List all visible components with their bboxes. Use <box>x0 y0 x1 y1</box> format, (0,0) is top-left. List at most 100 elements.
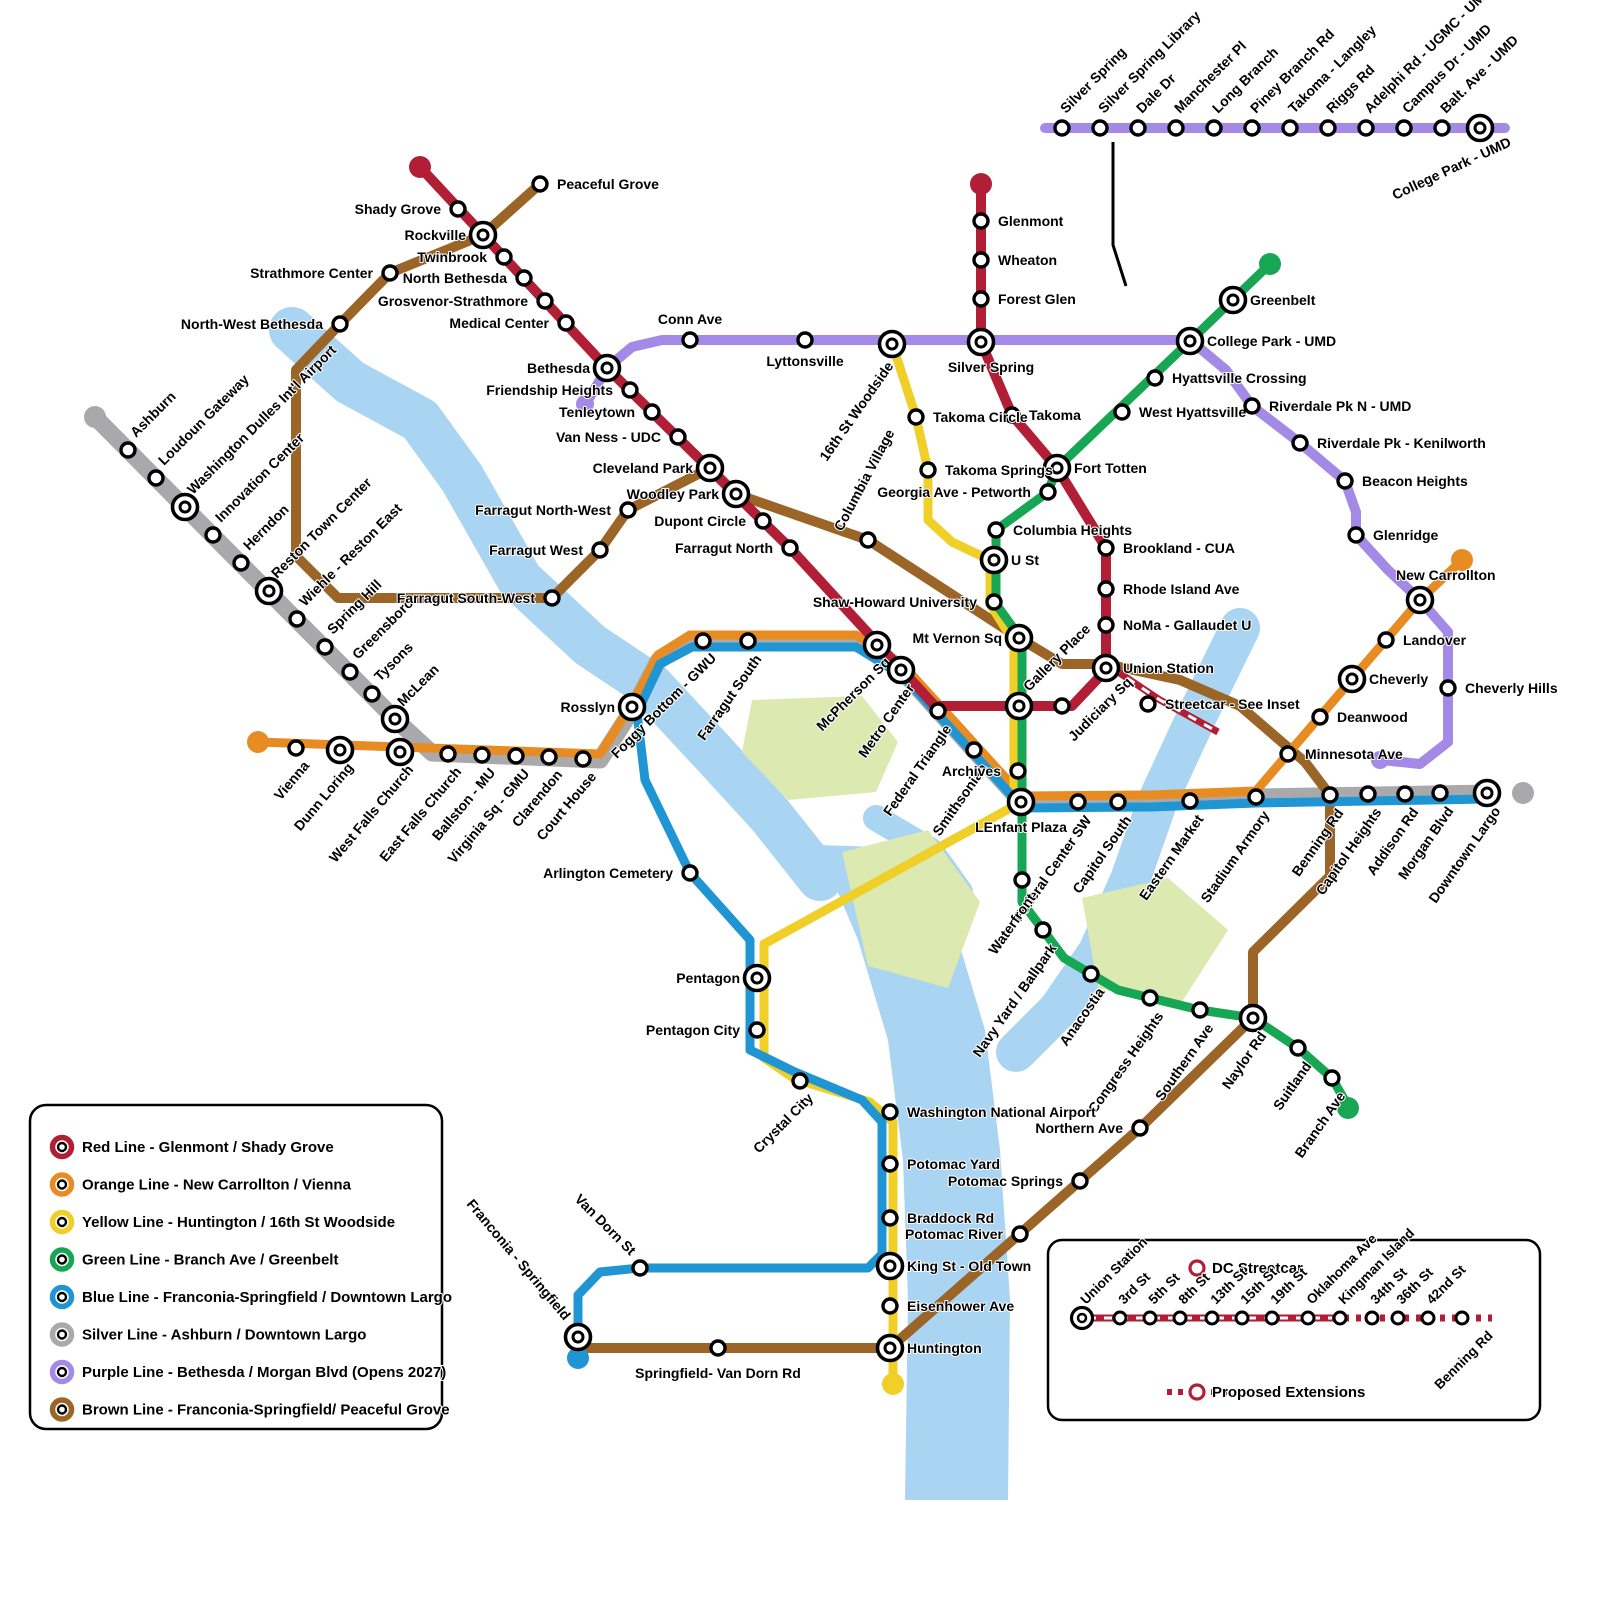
station-marker[interactable] <box>288 610 306 628</box>
streetcar-station-marker[interactable] <box>1454 1310 1470 1326</box>
station-marker[interactable] <box>574 750 592 768</box>
station-marker[interactable] <box>1395 119 1413 137</box>
station-marker[interactable] <box>619 501 637 519</box>
station-marker[interactable] <box>1097 539 1115 557</box>
station-marker[interactable] <box>1181 792 1199 810</box>
station-marker[interactable] <box>507 747 525 765</box>
station-marker[interactable] <box>791 1072 809 1090</box>
station-marker[interactable] <box>1082 965 1100 983</box>
station-marker[interactable] <box>987 521 1005 539</box>
interchange-station-marker[interactable] <box>979 545 1009 575</box>
station-marker[interactable] <box>972 290 990 308</box>
station-marker[interactable] <box>739 632 757 650</box>
streetcar-station-marker[interactable] <box>1142 1310 1158 1326</box>
station-marker[interactable] <box>536 292 554 310</box>
interchange-station-marker[interactable] <box>1465 113 1495 143</box>
station-marker[interactable] <box>1131 1119 1149 1137</box>
interchange-station-marker[interactable] <box>695 453 725 483</box>
station-marker[interactable] <box>557 314 575 332</box>
station-marker[interactable] <box>1071 1172 1089 1190</box>
station-marker[interactable] <box>1347 526 1365 544</box>
station-marker[interactable] <box>316 638 334 656</box>
interchange-station-marker[interactable] <box>1006 787 1036 817</box>
interchange-station-marker[interactable] <box>385 737 415 767</box>
streetcar-station-marker[interactable] <box>1234 1310 1250 1326</box>
station-marker[interactable] <box>1205 119 1223 137</box>
station-marker[interactable] <box>119 441 137 459</box>
station-marker[interactable] <box>781 539 799 557</box>
station-marker[interactable] <box>748 1021 766 1039</box>
station-marker[interactable] <box>1053 119 1071 137</box>
station-marker[interactable] <box>1011 1225 1029 1243</box>
interchange-station-marker[interactable] <box>875 1333 905 1363</box>
station-marker[interactable] <box>681 331 699 349</box>
station-marker[interactable] <box>1247 788 1265 806</box>
station-marker[interactable] <box>449 200 467 218</box>
station-marker[interactable] <box>495 248 513 266</box>
station-marker[interactable] <box>1243 397 1261 415</box>
interchange-station-marker[interactable] <box>1405 585 1435 615</box>
station-marker[interactable] <box>881 1103 899 1121</box>
interchange-station-marker[interactable] <box>875 1251 905 1281</box>
interchange-station-marker[interactable] <box>862 630 892 660</box>
station-marker[interactable] <box>669 428 687 446</box>
station-marker[interactable] <box>1109 793 1127 811</box>
station-marker[interactable] <box>1243 119 1261 137</box>
station-marker[interactable] <box>907 408 925 426</box>
streetcar-station-marker[interactable] <box>1204 1310 1220 1326</box>
streetcar-station-marker[interactable] <box>1390 1310 1406 1326</box>
station-marker[interactable] <box>232 554 250 572</box>
station-marker[interactable] <box>929 702 947 720</box>
station-marker[interactable] <box>709 1339 727 1357</box>
interchange-station-marker[interactable] <box>877 329 907 359</box>
station-marker[interactable] <box>1167 119 1185 137</box>
station-marker[interactable] <box>1141 989 1159 1007</box>
streetcar-station-marker[interactable] <box>1300 1310 1316 1326</box>
station-marker[interactable] <box>1336 472 1354 490</box>
station-marker[interactable] <box>694 632 712 650</box>
interchange-station-marker[interactable] <box>254 576 284 606</box>
station-marker[interactable] <box>965 741 983 759</box>
station-marker[interactable] <box>881 1209 899 1227</box>
station-marker[interactable] <box>1003 406 1021 424</box>
station-marker[interactable] <box>919 461 937 479</box>
station-marker[interactable] <box>1053 697 1071 715</box>
interchange-station-marker[interactable] <box>592 353 622 383</box>
interchange-station-marker[interactable] <box>1042 453 1072 483</box>
station-marker[interactable] <box>1069 793 1087 811</box>
station-marker[interactable] <box>1359 785 1377 803</box>
station-marker[interactable] <box>621 381 639 399</box>
station-marker[interactable] <box>1091 119 1109 137</box>
station-marker[interactable] <box>540 748 558 766</box>
interchange-station-marker[interactable] <box>1337 664 1367 694</box>
interchange-station-marker[interactable] <box>1218 285 1248 315</box>
interchange-station-marker[interactable] <box>1175 326 1205 356</box>
station-marker[interactable] <box>287 739 305 757</box>
station-marker[interactable] <box>543 589 561 607</box>
station-marker[interactable] <box>1113 403 1131 421</box>
station-marker[interactable] <box>1323 1069 1341 1087</box>
station-marker[interactable] <box>796 331 814 349</box>
station-marker[interactable] <box>147 469 165 487</box>
station-marker[interactable] <box>1039 483 1057 501</box>
streetcar-station-marker[interactable] <box>1420 1310 1436 1326</box>
station-marker[interactable] <box>1191 1001 1209 1019</box>
station-marker[interactable] <box>1034 921 1052 939</box>
interchange-station-marker[interactable] <box>325 735 355 765</box>
station-marker[interactable] <box>1289 1039 1307 1057</box>
station-marker[interactable] <box>1281 119 1299 137</box>
station-marker[interactable] <box>1279 745 1297 763</box>
station-marker[interactable] <box>381 264 399 282</box>
interchange-station-marker[interactable] <box>966 327 996 357</box>
interchange-station-marker[interactable] <box>380 704 410 734</box>
station-marker[interactable] <box>1321 786 1339 804</box>
station-marker[interactable] <box>1431 784 1449 802</box>
station-marker[interactable] <box>754 512 772 530</box>
station-marker[interactable] <box>1377 631 1395 649</box>
station-marker[interactable] <box>531 175 549 193</box>
interchange-station-marker[interactable] <box>468 220 498 250</box>
station-marker[interactable] <box>439 745 457 763</box>
interchange-station-marker[interactable] <box>563 1322 593 1352</box>
station-marker[interactable] <box>363 685 381 703</box>
station-marker[interactable] <box>515 269 533 287</box>
